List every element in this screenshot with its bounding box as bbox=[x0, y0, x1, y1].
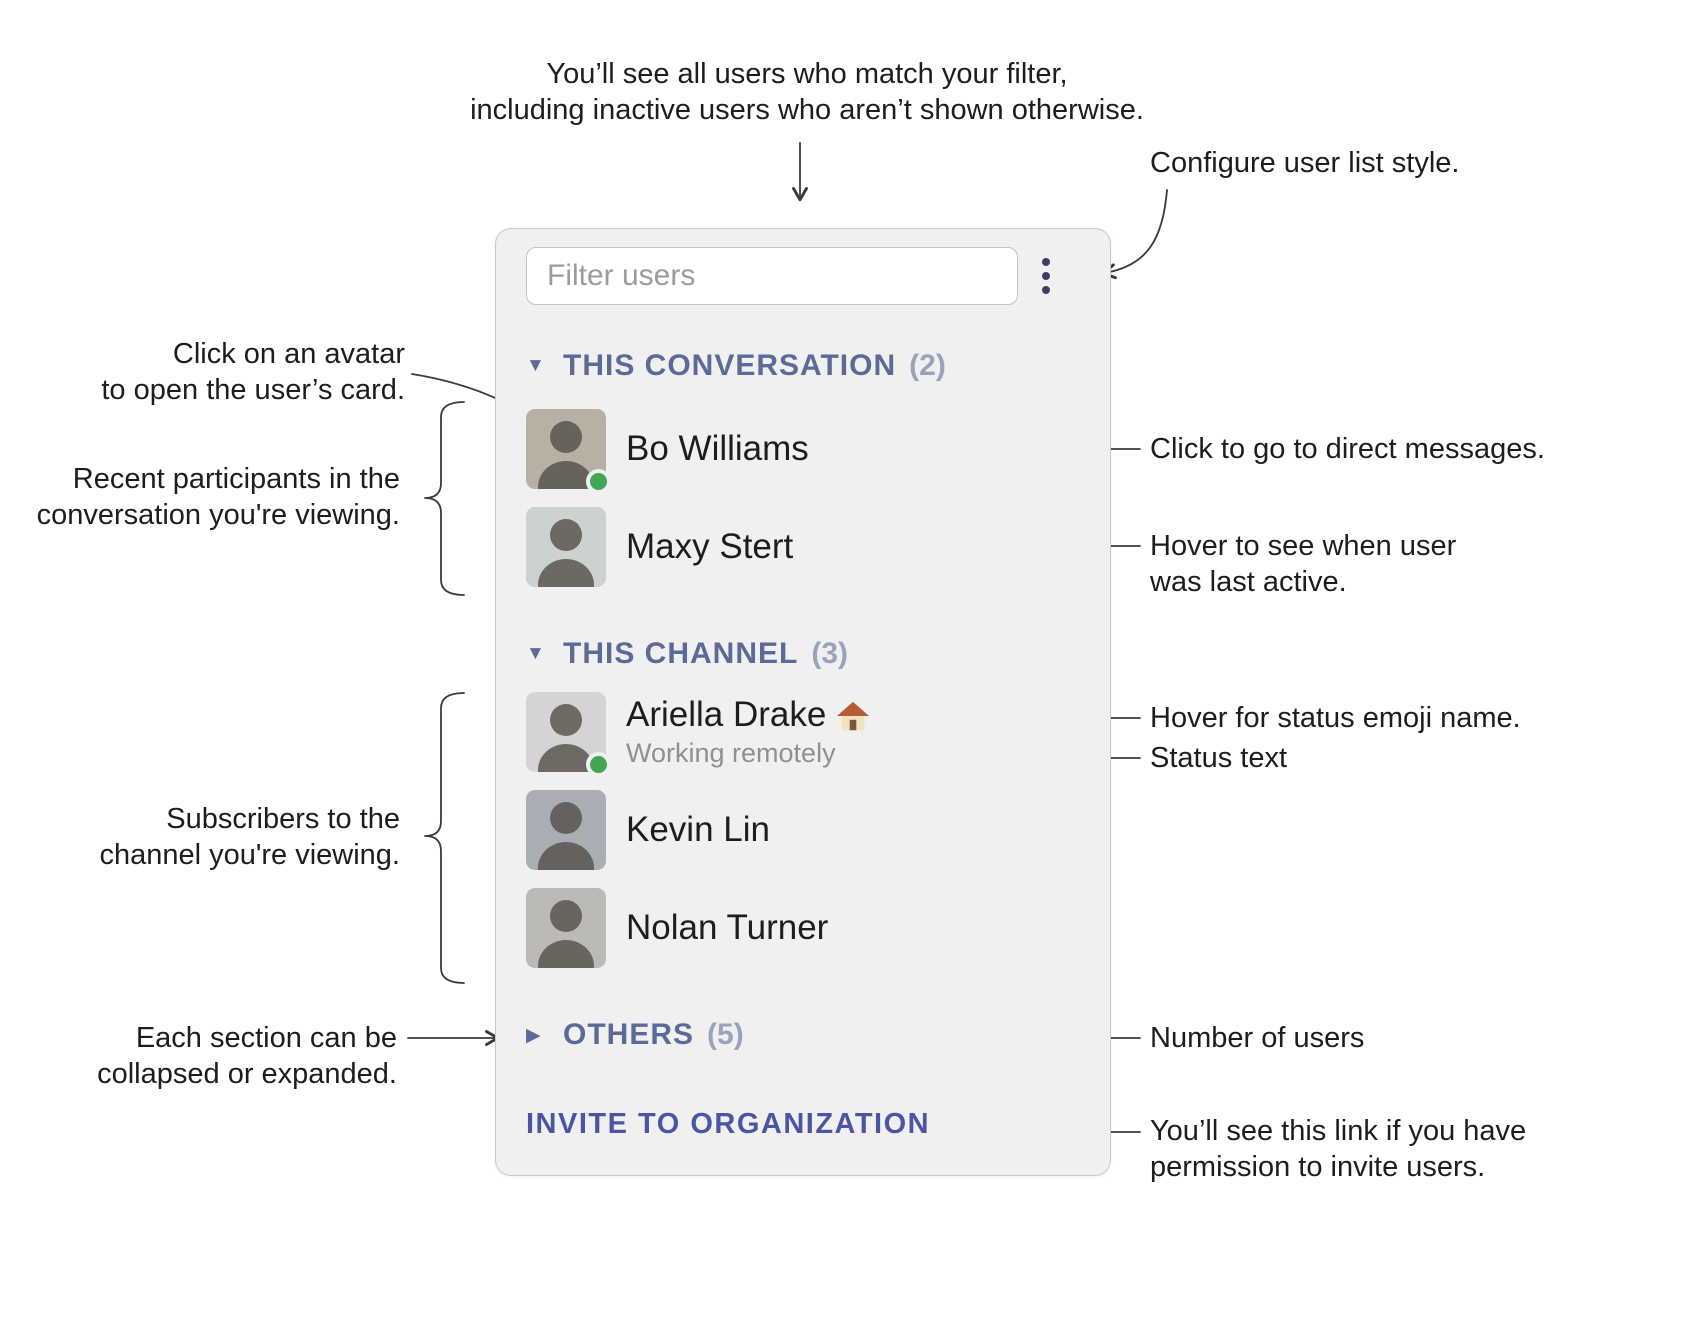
invite-to-organization-link[interactable]: INVITE TO ORGANIZATION bbox=[526, 1108, 931, 1140]
section-header-this-conversation[interactable]: ▼ THIS CONVERSATION (2) bbox=[526, 349, 1082, 383]
annotation-collapse-note: Each section can be collapsed or expande… bbox=[97, 1020, 397, 1092]
user-row-bo-williams[interactable]: Bo Williams bbox=[526, 409, 1082, 494]
avatar-photo bbox=[526, 888, 606, 968]
annotation-line: including inactive users who aren’t show… bbox=[470, 94, 1144, 126]
user-name-and-status: Ariella Drake Working remotely bbox=[626, 695, 870, 769]
annotation-count-note: Number of users bbox=[1150, 1022, 1365, 1054]
menu-dot bbox=[1042, 286, 1050, 294]
person-silhouette-icon bbox=[538, 900, 594, 968]
menu-dot bbox=[1042, 258, 1050, 266]
annotation-line: Subscribers to the bbox=[166, 803, 400, 835]
avatar-photo bbox=[526, 790, 606, 870]
user-name[interactable]: Ariella Drake bbox=[626, 695, 827, 734]
annotation-line: permission to invite users. bbox=[1150, 1151, 1486, 1183]
presence-online-icon bbox=[586, 752, 611, 777]
annotation-line: Hover to see when user bbox=[1150, 530, 1457, 562]
annotation-line: conversation you're viewing. bbox=[36, 499, 400, 531]
user-name[interactable]: Maxy Stert bbox=[626, 527, 794, 566]
annotation-line: Click on an avatar bbox=[172, 338, 405, 370]
section-count: (2) bbox=[909, 349, 946, 382]
section-count: (3) bbox=[811, 637, 849, 670]
person-silhouette-icon bbox=[538, 519, 594, 587]
user-list-panel: ▼ THIS CONVERSATION (2) Bo Williams Maxy… bbox=[495, 228, 1111, 1176]
user-list-menu-icon[interactable] bbox=[1018, 247, 1074, 305]
annotation-avatar-note: Click on an avatar to open the user’s ca… bbox=[101, 336, 405, 408]
annotation-status-emoji-note: Hover for status emoji name. bbox=[1150, 702, 1521, 734]
user-row-ariella-drake[interactable]: Ariella Drake Working remotely bbox=[526, 692, 1082, 777]
avatar-kevin-lin[interactable] bbox=[526, 790, 606, 870]
annotation-dm-note: Click to go to direct messages. bbox=[1150, 433, 1545, 465]
annotation-status-text-note: Status text bbox=[1150, 742, 1288, 774]
section-header-this-channel[interactable]: ▼ THIS CHANNEL (3) bbox=[526, 637, 1082, 671]
avatar-ariella-drake[interactable] bbox=[526, 692, 611, 777]
collapse-triangle-icon[interactable]: ▶ bbox=[526, 1024, 541, 1046]
person-silhouette-icon bbox=[538, 802, 594, 870]
section-label: OTHERS bbox=[563, 1018, 695, 1051]
annotation-filter-note: You’ll see all users who match your filt… bbox=[407, 56, 1207, 128]
menu-dot bbox=[1042, 272, 1050, 280]
filter-row bbox=[526, 247, 1082, 305]
annotation-line: You’ll see this link if you have bbox=[1150, 1115, 1527, 1147]
avatar-nolan-turner[interactable] bbox=[526, 888, 606, 968]
annotation-line: was last active. bbox=[1150, 566, 1347, 598]
user-name[interactable]: Bo Williams bbox=[626, 429, 809, 468]
user-row-kevin-lin[interactable]: Kevin Lin bbox=[526, 790, 1082, 870]
user-status-text: Working remotely bbox=[626, 738, 836, 768]
annotation-line: collapsed or expanded. bbox=[97, 1058, 397, 1090]
section-count: (5) bbox=[707, 1018, 744, 1051]
user-row-nolan-turner[interactable]: Nolan Turner bbox=[526, 888, 1082, 968]
annotation-invite-note: You’ll see this link if you have permiss… bbox=[1150, 1113, 1526, 1185]
presence-online-icon bbox=[586, 469, 611, 494]
section-header-others[interactable]: ▶ OTHERS (5) bbox=[526, 1018, 1082, 1052]
avatar-maxy-stert[interactable] bbox=[526, 507, 606, 587]
annotation-line: You’ll see all users who match your filt… bbox=[546, 58, 1068, 90]
annotation-last-active-note: Hover to see when user was last active. bbox=[1150, 528, 1456, 600]
section-label: THIS CHANNEL bbox=[563, 637, 799, 670]
avatar-bo-williams[interactable] bbox=[526, 409, 611, 494]
annotation-participants-note: Recent participants in the conversation … bbox=[37, 461, 400, 533]
annotation-configure: Configure user list style. bbox=[1150, 147, 1460, 179]
annotation-subscribers-note: Subscribers to the channel you're viewin… bbox=[99, 801, 400, 873]
person-silhouette-icon bbox=[538, 704, 594, 772]
brace-participants bbox=[424, 401, 465, 596]
section-label: THIS CONVERSATION bbox=[563, 349, 897, 382]
filter-users-input[interactable] bbox=[526, 247, 1018, 305]
user-name[interactable]: Kevin Lin bbox=[626, 810, 770, 849]
user-row-maxy-stert[interactable]: Maxy Stert bbox=[526, 507, 1082, 587]
annotation-line: channel you're viewing. bbox=[99, 839, 400, 871]
person-silhouette-icon bbox=[538, 421, 594, 489]
collapse-triangle-icon[interactable]: ▼ bbox=[526, 355, 545, 376]
annotation-line: Each section can be bbox=[135, 1022, 397, 1054]
brace-subscribers bbox=[424, 692, 465, 984]
annotation-line: Recent participants in the bbox=[72, 463, 400, 495]
annotation-line: to open the user’s card. bbox=[101, 374, 405, 406]
user-name[interactable]: Nolan Turner bbox=[626, 908, 829, 947]
house-emoji-icon bbox=[837, 701, 870, 731]
arrow-configure bbox=[1101, 189, 1168, 280]
collapse-triangle-icon[interactable]: ▼ bbox=[526, 643, 545, 664]
avatar-photo bbox=[526, 507, 606, 587]
